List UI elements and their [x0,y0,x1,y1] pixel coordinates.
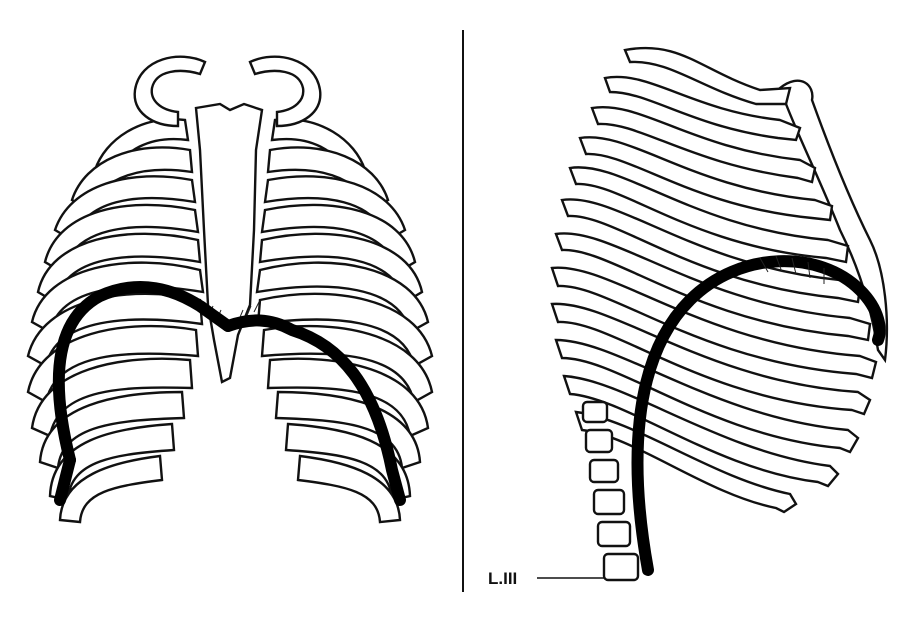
vertebra [584,428,614,454]
rib [568,166,850,264]
lateral-view: L.III [488,46,889,588]
rib [623,46,792,106]
rib [560,198,862,304]
rib [550,302,872,416]
rib [26,292,204,368]
rib [550,266,878,380]
rib [255,261,430,334]
vertebra [592,488,626,516]
rib [256,292,434,368]
vertebra [581,400,609,424]
rib [590,105,817,184]
diaphragm-anterior-left-lower [54,454,76,506]
vertebra [596,520,632,548]
vertebra [602,552,640,582]
vertebra-level-label: L.III [488,569,517,588]
anterior-view [26,55,434,524]
anterior-ribs-right [255,118,434,524]
rib [554,338,860,454]
diaphragm-anterior-left [52,281,234,466]
rib [30,357,194,438]
diaphragm-lateral [631,255,886,576]
rib [274,390,422,470]
rib [26,324,200,404]
rib [296,454,402,524]
rib [58,454,164,524]
diaphragm-anterior-right [222,314,406,506]
anterior-ribs-left [26,118,205,524]
rib [603,75,802,142]
lateral-sternum [778,79,889,364]
left-first-rib-hook [133,55,207,128]
diaphragm-lateral-hatching [759,255,825,284]
vertebra [588,458,620,484]
rib [260,324,434,404]
right-first-rib-hook [248,55,322,128]
vertebral-column [581,400,640,582]
rib [578,136,834,222]
sternum [194,102,264,384]
rib [38,390,186,470]
